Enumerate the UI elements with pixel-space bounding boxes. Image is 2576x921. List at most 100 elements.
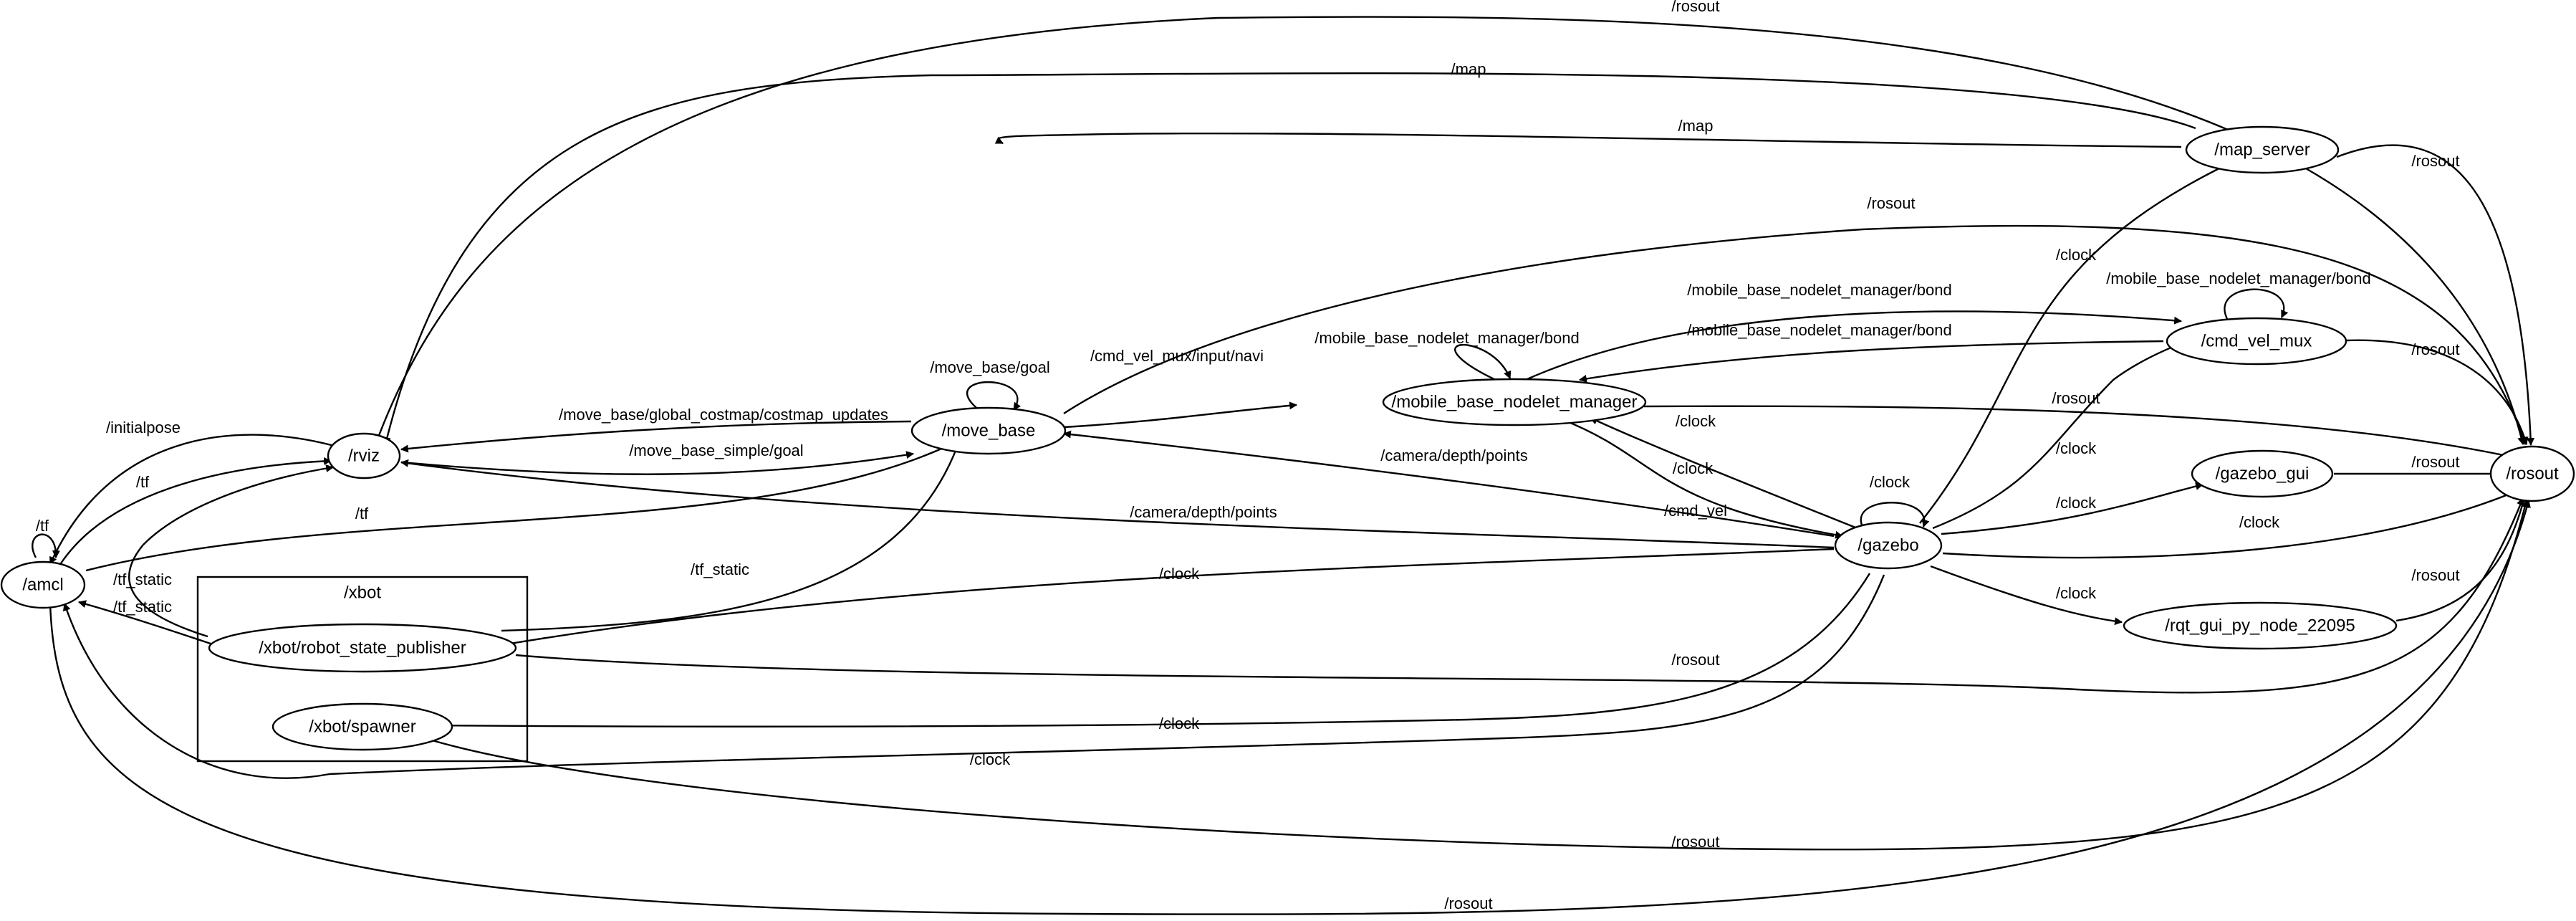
- edge-rsp-rviz-tfstatic[interactable]: [128, 464, 335, 638]
- edge-label: /clock: [970, 750, 1011, 768]
- edge-spawner-rosout[interactable]: [429, 499, 2529, 851]
- edge-label: /cmd_vel: [1664, 502, 1727, 520]
- edge-label: /rosout: [1671, 651, 1719, 669]
- node-label: /gazebo_gui: [2216, 464, 2310, 483]
- edge-label: /cmd_vel_mux/input/navi: [1090, 347, 1264, 365]
- edge-label: /mobile_base_nodelet_manager/bond: [1315, 329, 1579, 347]
- edge-rqt-rosout[interactable]: [2395, 493, 2527, 622]
- edge-label: /rosout: [1444, 894, 1492, 912]
- edge-label: /clock: [2056, 439, 2097, 457]
- edge-gazebo-mbnm-clock[interactable]: [1590, 416, 1863, 532]
- node-label: /rqt_gui_py_node_22095: [2165, 616, 2355, 635]
- edge-label: /clock: [2239, 513, 2280, 531]
- edge-gazebo-gazebogui-clock[interactable]: [1941, 482, 2204, 535]
- node-label: /cmd_vel_mux: [2201, 331, 2312, 350]
- edge-mapserver-rviz[interactable]: [383, 72, 2196, 446]
- edge-mbnm-cmdvelmux-bond[interactable]: [1522, 310, 2183, 383]
- edge-label: /clock: [2056, 494, 2097, 512]
- edge-label: /clock: [2056, 246, 2097, 264]
- edge-label: /map: [1451, 60, 1486, 78]
- edge-label: /move_base/goal: [930, 358, 1050, 376]
- edge-gazebo-spawner-clock[interactable]: [423, 573, 1871, 730]
- edge-mapserver-rosout[interactable]: [2336, 144, 2535, 447]
- edge-movebase-self-goal[interactable]: [966, 381, 1022, 411]
- edge-amcl-rosout[interactable]: [49, 499, 2531, 915]
- edge-cmdvelmux-mbnm-bond[interactable]: [1578, 340, 2164, 383]
- node-label: /rosout: [2506, 464, 2559, 483]
- cluster-xbot: /xbot: [196, 576, 529, 763]
- edge-label: /rosout: [1671, 833, 1719, 851]
- edge-label: /tf_static: [113, 598, 172, 616]
- edge-label: /move_base_simple/goal: [629, 442, 803, 459]
- edge-label: /clock: [2056, 584, 2097, 602]
- node-rqt-gui-py-node[interactable]: /rqt_gui_py_node_22095: [2123, 601, 2398, 650]
- edge-label: /rosout: [2411, 566, 2459, 584]
- node-label: /map_server: [2214, 140, 2310, 159]
- node-label: /xbot/robot_state_publisher: [259, 638, 466, 657]
- edge-label: /rosout: [1867, 194, 1915, 212]
- edge-label: /rosout: [2411, 453, 2459, 471]
- edge-label: /clock: [1870, 473, 1911, 491]
- edge-label: /mobile_base_nodelet_manager/bond: [1687, 281, 1951, 299]
- edge-label: /mobile_base_nodelet_manager/bond: [2106, 269, 2370, 287]
- edge-label: /move_base/global_costmap/costmap_update…: [559, 406, 888, 424]
- edge-mbnm-self-bond[interactable]: [1454, 343, 1512, 383]
- edge-label: /clock: [1673, 459, 1714, 477]
- edge-rsp-rosout[interactable]: [515, 497, 2524, 694]
- edge-label: /rosout: [1671, 0, 1719, 15]
- node-gazebo[interactable]: /gazebo: [1834, 521, 1943, 570]
- node-map-server[interactable]: /map_server: [2185, 125, 2340, 174]
- edge-gazebo-amcl-clock[interactable]: [62, 574, 1885, 779]
- edge-label: /mobile_base_nodelet_manager/bond: [1687, 321, 1951, 339]
- edge-movebase-rviz-costmap[interactable]: [400, 420, 912, 453]
- edge-rviz-movebase-simplegoal[interactable]: [400, 451, 915, 475]
- edge-label: /map: [1678, 117, 1714, 135]
- node-label: /amcl: [22, 575, 63, 594]
- node-gazebo-gui[interactable]: /gazebo_gui: [2191, 449, 2334, 498]
- edge-label: /rosout: [2411, 340, 2459, 358]
- edge-label: /tf: [36, 517, 49, 535]
- edge-amcl-movebase-tf[interactable]: [85, 438, 962, 572]
- edge-rsp-amcl-tfstatic[interactable]: [77, 600, 216, 646]
- edge-mbnm-gazebo-cmdvel[interactable]: [1561, 418, 1844, 539]
- node-rosout[interactable]: /rosout: [2489, 445, 2575, 502]
- edge-rviz-rosout[interactable]: [375, 16, 2525, 446]
- edge-gazebo-self-clock[interactable]: [1860, 502, 1930, 528]
- edge-gazebo-mapserver-clock[interactable]: [1919, 162, 2230, 524]
- edge-amcl-rviz-tf[interactable]: [60, 457, 332, 564]
- edge-label: /initialpose: [106, 419, 181, 436]
- edge-gazebo-rviz-points[interactable]: [400, 459, 1835, 549]
- edge-label: /tf: [355, 505, 369, 522]
- node-label: /xbot/spawner: [309, 717, 415, 736]
- edge-label: /tf_static: [691, 560, 749, 578]
- edge-gazebo-rosout-clock[interactable]: [1942, 486, 2527, 559]
- node-move-base[interactable]: /move_base: [910, 406, 1067, 455]
- cluster-label: /xbot: [344, 583, 381, 602]
- node-label: /gazebo: [1857, 535, 1918, 555]
- edge-cmdvelmux-self-bond[interactable]: [2224, 288, 2289, 321]
- edge-movebase-rosout[interactable]: [1063, 224, 2527, 446]
- node-cmd-vel-mux[interactable]: /cmd_vel_mux: [2166, 317, 2347, 366]
- node-amcl[interactable]: /amcl: [0, 560, 86, 609]
- node-mobile-base-nodelet-manager[interactable]: /mobile_base_nodelet_manager: [1382, 378, 1647, 426]
- edge-gazebo-cmdvelmux-clock[interactable]: [1932, 334, 2204, 530]
- node-spawner[interactable]: /xbot/spawner: [271, 702, 453, 751]
- edge-label: /camera/depth/points: [1380, 447, 1527, 464]
- edge-mapserver-movebase[interactable]: [994, 132, 2182, 148]
- edge-movebase-mbnm[interactable]: [1063, 401, 1298, 429]
- edge-cmdvelmux-rosout[interactable]: [2345, 339, 2529, 446]
- edge-gazebo-rqt-clock[interactable]: [1930, 565, 2123, 626]
- edge-labels: /rosout /map /map /rosout /mobile_base_n…: [36, 0, 2460, 912]
- edge-gazebo-movebase-points[interactable]: [1062, 430, 1835, 538]
- edge-amcl-self-tf[interactable]: [32, 533, 60, 559]
- node-rviz[interactable]: /rviz: [327, 432, 401, 479]
- node-label: /rviz: [348, 446, 380, 465]
- edge-gazebo-rsp-clock[interactable]: [500, 548, 1835, 648]
- edge-rviz-amcl-initialpose[interactable]: [49, 434, 337, 566]
- edge-rsp-movebase-tfstatic[interactable]: [501, 438, 961, 632]
- edge-label: /rosout: [2052, 389, 2100, 407]
- edge-mbnm-rosout[interactable]: [1643, 405, 2522, 462]
- edge-label: /clock: [1159, 715, 1200, 732]
- node-label: /mobile_base_nodelet_manager: [1392, 392, 1638, 411]
- node-robot-state-publisher[interactable]: /xbot/robot_state_publisher: [208, 623, 517, 673]
